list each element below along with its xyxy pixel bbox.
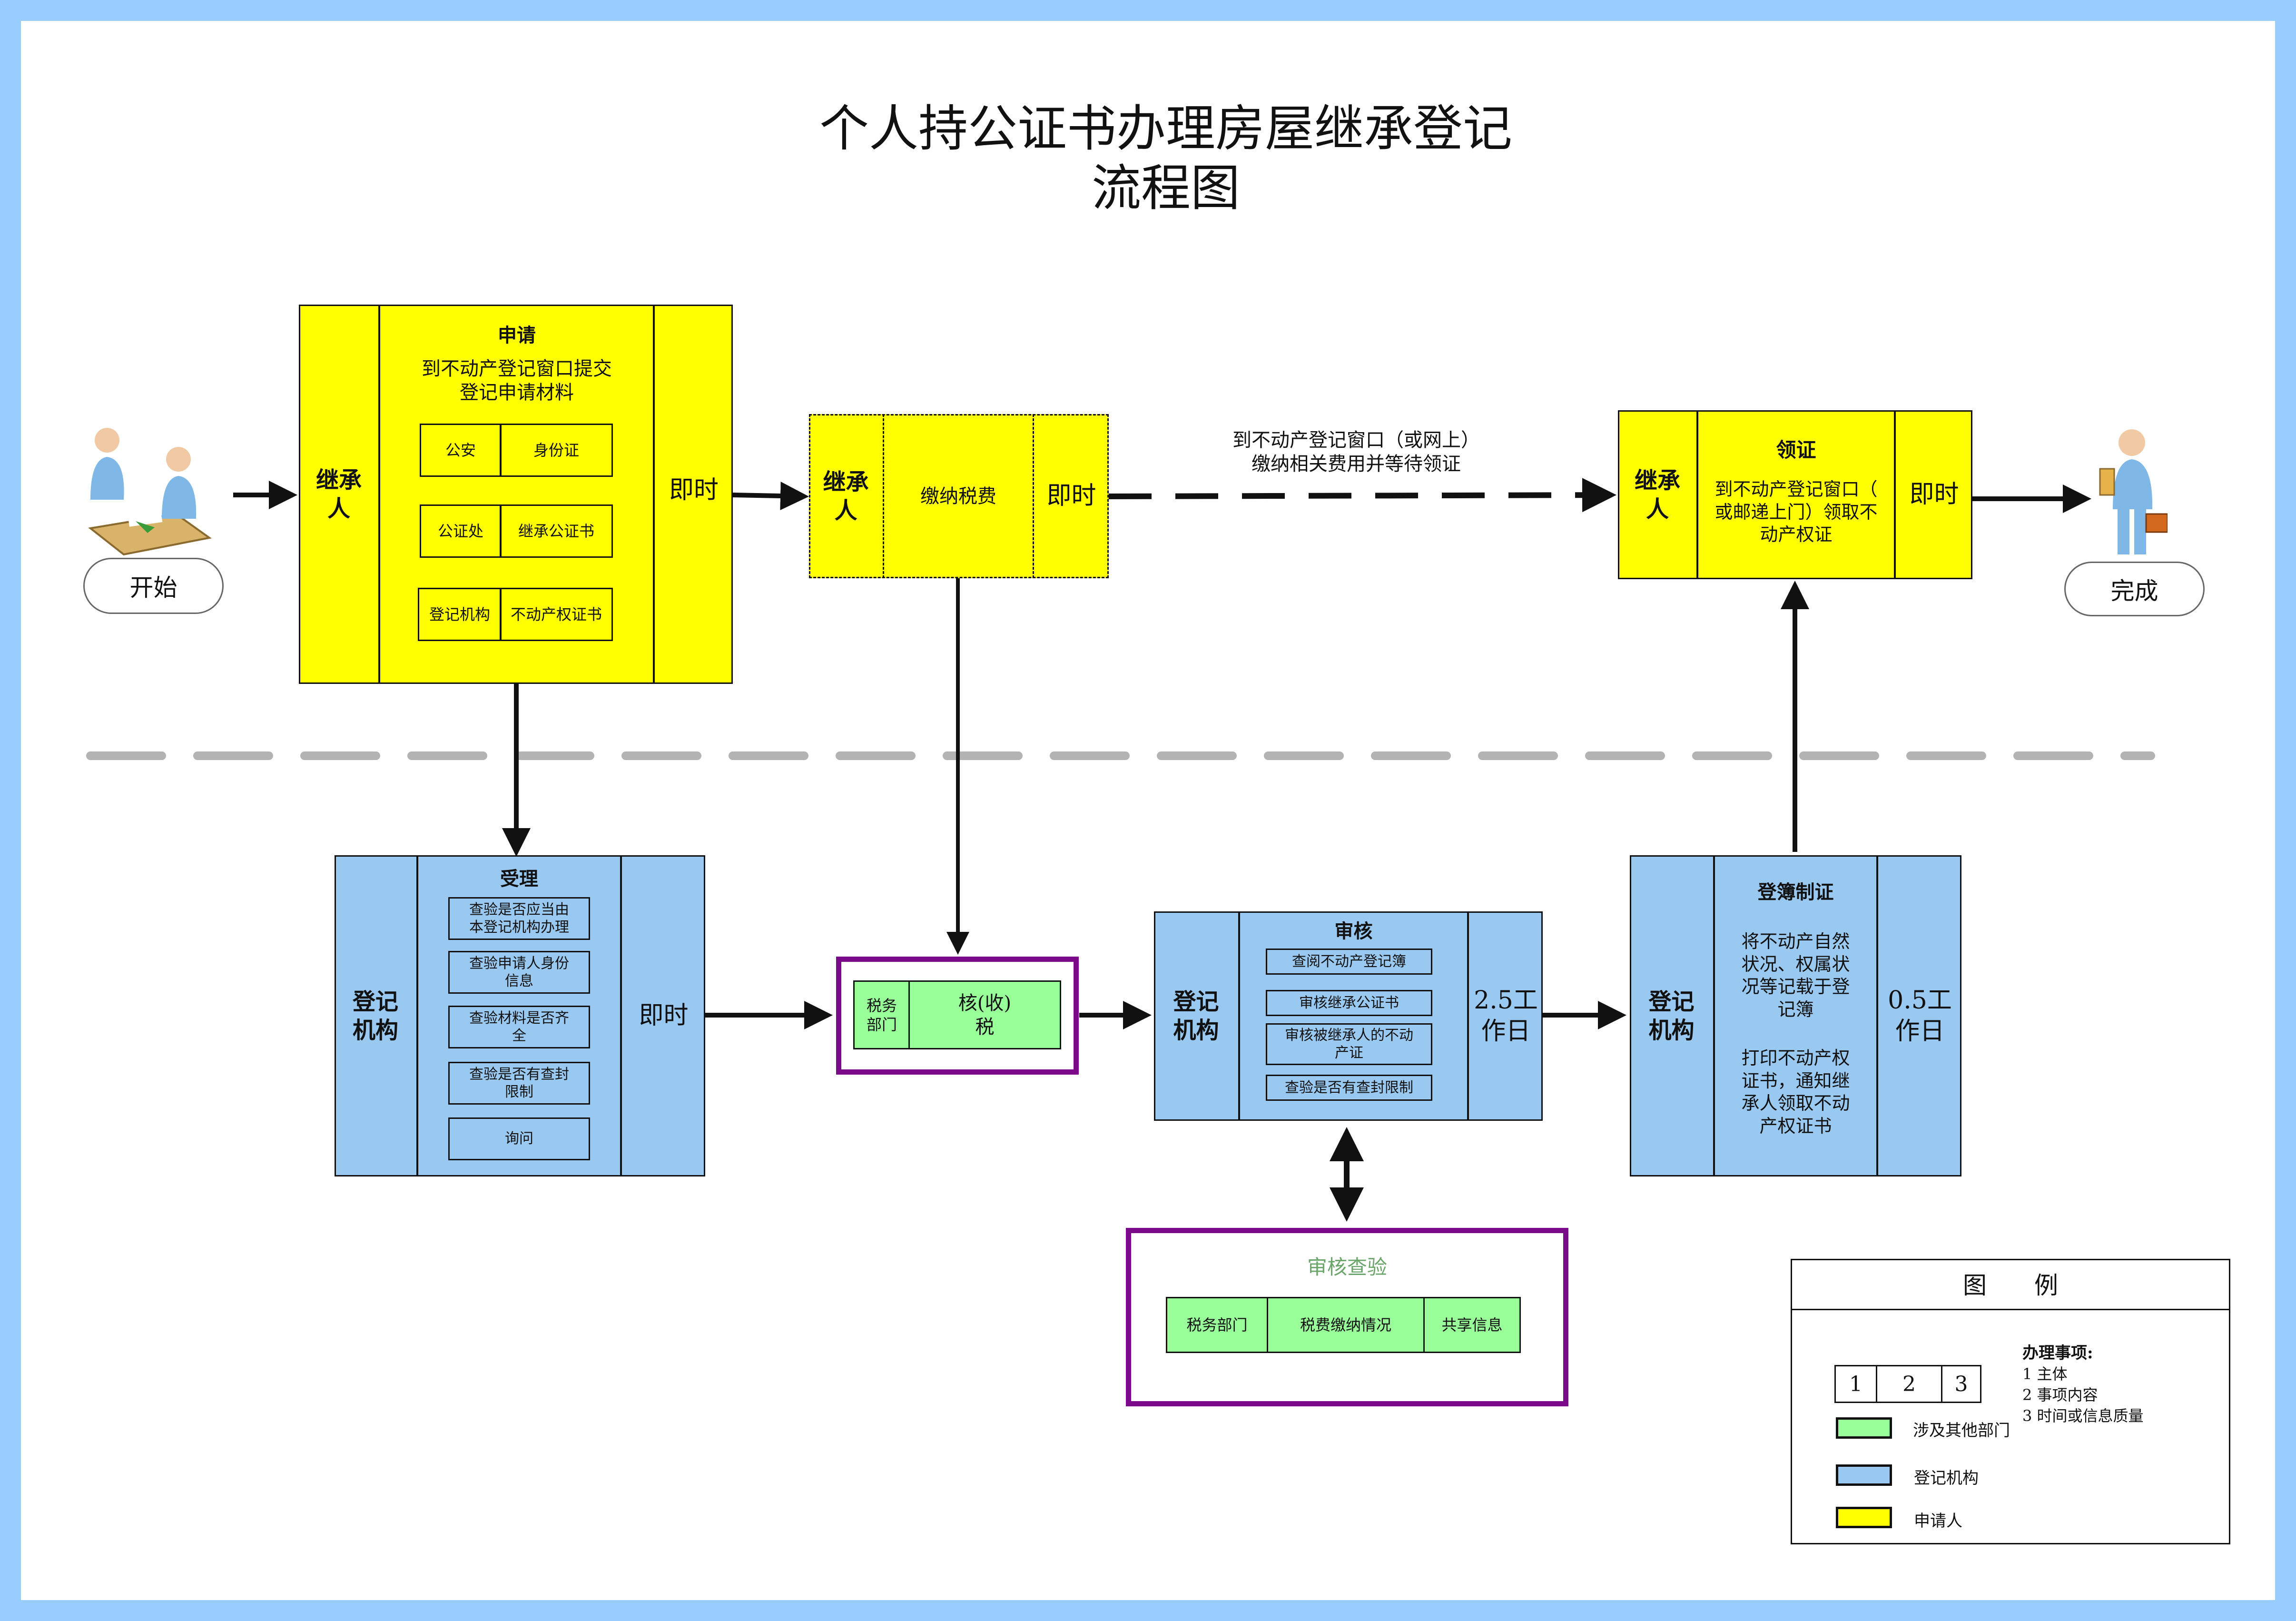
accept-step <box>335 855 705 1176</box>
register-desc-2: 打印不动产权 证书，通知继 承人领取不动 产权证书 <box>1741 1048 1850 1137</box>
accept-item-3: 查验材料是否齐 全 <box>448 1006 590 1048</box>
legend-label-blue: 登记机构 <box>1914 1469 1979 1488</box>
legend-label-yellow: 申请人 <box>1914 1512 1962 1531</box>
apply-desc: 到不动产登记窗口提交 登记申请材料 <box>422 358 612 404</box>
pay-step <box>809 414 1109 578</box>
verify-title: 审核查验 <box>1307 1255 1387 1279</box>
review-step <box>1154 911 1543 1121</box>
legend-matter-2: 2 事项内容 <box>2022 1386 2098 1404</box>
legend-label-green: 涉及其他部门 <box>1913 1421 2010 1440</box>
legend-swatch-green <box>1836 1417 1892 1439</box>
finish-terminal: 完成 <box>2064 562 2205 616</box>
verify-cell-2: 税费缴纳情况 <box>1267 1297 1425 1353</box>
register-step <box>1630 855 1961 1176</box>
review-item-3: 审核被继承人的不动 产证 <box>1266 1023 1432 1065</box>
collect-desc: 到不动产登记窗口（ 或邮递上门）领取不 动产权证 <box>1715 479 1878 545</box>
apply-material-3-right: 不动产权证书 <box>500 588 613 641</box>
accept-title: 受理 <box>500 868 538 890</box>
legend-matter-1: 1 主体 <box>2022 1365 2068 1383</box>
register-desc-1: 将不动产自然 状况、权属状 况等记载于登 记簿 <box>1741 931 1850 1020</box>
apply-material-2-left: 公证处 <box>420 504 502 558</box>
verify-cell-1: 税务部门 <box>1166 1297 1268 1353</box>
apply-material-1-right: 身份证 <box>500 424 613 477</box>
start-terminal: 开始 <box>83 558 224 614</box>
apply-title: 申请 <box>498 324 536 346</box>
review-divider-right <box>1467 911 1469 1121</box>
accept-item-4: 查验是否有查封 限制 <box>448 1062 590 1105</box>
collect-subject: 继承 人 <box>1634 467 1680 523</box>
accept-divider-right <box>620 855 622 1176</box>
accept-item-5: 询问 <box>448 1117 590 1160</box>
legend-swatch-yellow <box>1836 1507 1892 1528</box>
collect-step <box>1618 410 1972 579</box>
apply-step <box>299 305 733 684</box>
review-item-2: 审核继承公证书 <box>1266 990 1432 1016</box>
arrow-apply-to-pay <box>732 482 809 510</box>
person-with-briefcase-icon <box>2099 429 2168 554</box>
review-item-1: 查阅不动产登记簿 <box>1266 949 1432 975</box>
legend-num-3: 3 <box>1941 1365 1981 1403</box>
legend-title: 图 例 <box>1963 1272 2058 1299</box>
collect-divider-right <box>1894 410 1896 579</box>
apply-material-2-right: 继承公证书 <box>500 504 613 558</box>
collect-title: 领证 <box>1776 438 1816 462</box>
review-divider-left <box>1238 911 1240 1121</box>
apply-subject: 继承 人 <box>315 466 362 522</box>
legend-num-1: 1 <box>1834 1365 1877 1403</box>
apply-time: 即时 <box>669 475 719 504</box>
people-at-desk-icon <box>88 428 212 556</box>
accept-item-1: 查验是否应当由 本登记机构办理 <box>448 897 590 940</box>
review-subject: 登记 机构 <box>1173 988 1219 1044</box>
pay-divider-right <box>1033 414 1034 578</box>
apply-material-1-left: 公安 <box>420 424 502 477</box>
pay-divider-left <box>883 414 884 578</box>
legend-header-divider <box>1791 1309 2230 1310</box>
legend-matters-title: 办理事项: <box>2022 1344 2093 1363</box>
legend-swatch-blue <box>1836 1464 1892 1486</box>
accept-time: 即时 <box>639 1001 689 1030</box>
collect-time: 即时 <box>1909 480 1959 509</box>
arrow-pay-to-collect <box>1108 478 1616 513</box>
register-title: 登簿制证 <box>1757 881 1834 903</box>
title-line1: 个人持公证书办理房屋继承登记 <box>819 99 1512 158</box>
legend-num-2: 2 <box>1876 1365 1942 1403</box>
collect-divider-left <box>1696 410 1698 579</box>
verify-cell-3: 共享信息 <box>1423 1297 1521 1353</box>
pay-note: 到不动产登记窗口（或网上） 缴纳相关费用并等待领证 <box>1232 429 1480 475</box>
accept-item-2: 查验申请人身份 信息 <box>448 951 590 994</box>
register-time: 0.5工 作日 <box>1888 986 1952 1046</box>
accept-subject: 登记 机构 <box>352 988 398 1044</box>
register-divider-right <box>1876 855 1878 1176</box>
pay-subject: 继承 人 <box>823 468 869 524</box>
accept-divider-left <box>416 855 418 1176</box>
review-title: 审核 <box>1334 920 1373 942</box>
apply-divider-right <box>653 305 655 684</box>
legend-matter-3: 3 时间或信息质量 <box>2022 1407 2144 1425</box>
review-item-4: 查验是否有查封限制 <box>1266 1075 1432 1101</box>
review-time: 2.5工 作日 <box>1474 986 1538 1046</box>
tax-content: 核(收) 税 <box>908 980 1061 1049</box>
apply-material-3-left: 登记机构 <box>418 588 502 641</box>
title-line2: 流程图 <box>1091 159 1240 217</box>
register-divider-left <box>1713 855 1715 1176</box>
register-subject: 登记 机构 <box>1648 988 1695 1044</box>
pay-content: 缴纳税费 <box>920 485 996 507</box>
tax-dept: 税务 部门 <box>853 980 910 1049</box>
apply-divider-left <box>378 305 380 684</box>
pay-time: 即时 <box>1046 482 1096 510</box>
